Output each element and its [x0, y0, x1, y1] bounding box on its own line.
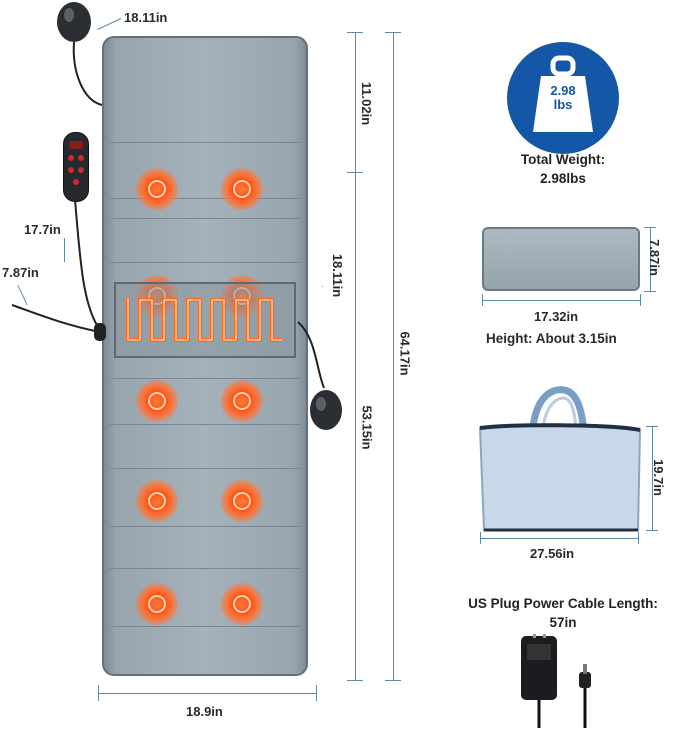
- bag-width-dim-line: [480, 538, 638, 539]
- massage-node: [221, 480, 263, 522]
- total-length-dim-line: [393, 32, 394, 680]
- side-cable-length-label: 7.87in: [2, 265, 39, 280]
- weight-badge: 2.98 lbs: [507, 42, 619, 154]
- pillow-height-caption: Height: About 3.15in: [486, 331, 617, 346]
- lower-section-length-label: 53.15in: [359, 405, 375, 450]
- weight-icon: [533, 55, 593, 132]
- massage-node: [221, 380, 263, 422]
- storage-bag-icon: [478, 386, 642, 532]
- bag-width-label: 27.56in: [530, 546, 575, 561]
- total-weight-caption: Total Weight: 2.98lbs: [520, 152, 606, 186]
- remote-cable-leader: [64, 238, 65, 262]
- pillow: [482, 227, 640, 291]
- pillow-width-label: 17.32in: [534, 309, 579, 324]
- remote-control-icon: [63, 132, 89, 202]
- lower-section-dim-line: [355, 172, 356, 680]
- massage-node: [221, 583, 263, 625]
- air-pump-icon: [57, 2, 103, 106]
- heating-coil-icon: [126, 298, 282, 342]
- bag-height-label: 19.7in: [650, 459, 666, 496]
- remote-cable: [11, 199, 106, 341]
- heat-section-length-label: 18.11in: [330, 253, 346, 298]
- badge-weight-unit: lbs: [553, 97, 573, 112]
- badge-weight-value: 2.98: [550, 83, 576, 98]
- heating-pad: [114, 282, 296, 358]
- pillow-width-dim-line: [482, 300, 640, 301]
- bottom-width-label: 18.9in: [186, 704, 223, 719]
- top-section-length-label: 11.02in: [359, 81, 375, 126]
- mat-top-width-label: 18.11in: [124, 10, 168, 25]
- massage-node: [136, 168, 178, 210]
- massage-node: [136, 380, 178, 422]
- massage-node: [136, 583, 178, 625]
- power-adapter-icon: [521, 634, 591, 728]
- massage-node: [136, 480, 178, 522]
- pillow-height-label: 7.87in: [646, 239, 662, 276]
- power-cable-caption: US Plug Power Cable Length: 57in: [468, 596, 658, 630]
- top-section-dim-line: [355, 32, 356, 172]
- massage-node: [221, 168, 263, 210]
- heat-section-dim-line: [322, 286, 323, 287]
- total-length-label: 64.17in: [397, 331, 413, 376]
- air-pump-icon: [297, 321, 342, 430]
- bottom-width-dim-line: [98, 693, 316, 694]
- bag-height-dim-line: [652, 426, 653, 530]
- pillow-height-dim-line: [650, 227, 651, 291]
- remote-cable-length-label: 17.7in: [24, 222, 61, 237]
